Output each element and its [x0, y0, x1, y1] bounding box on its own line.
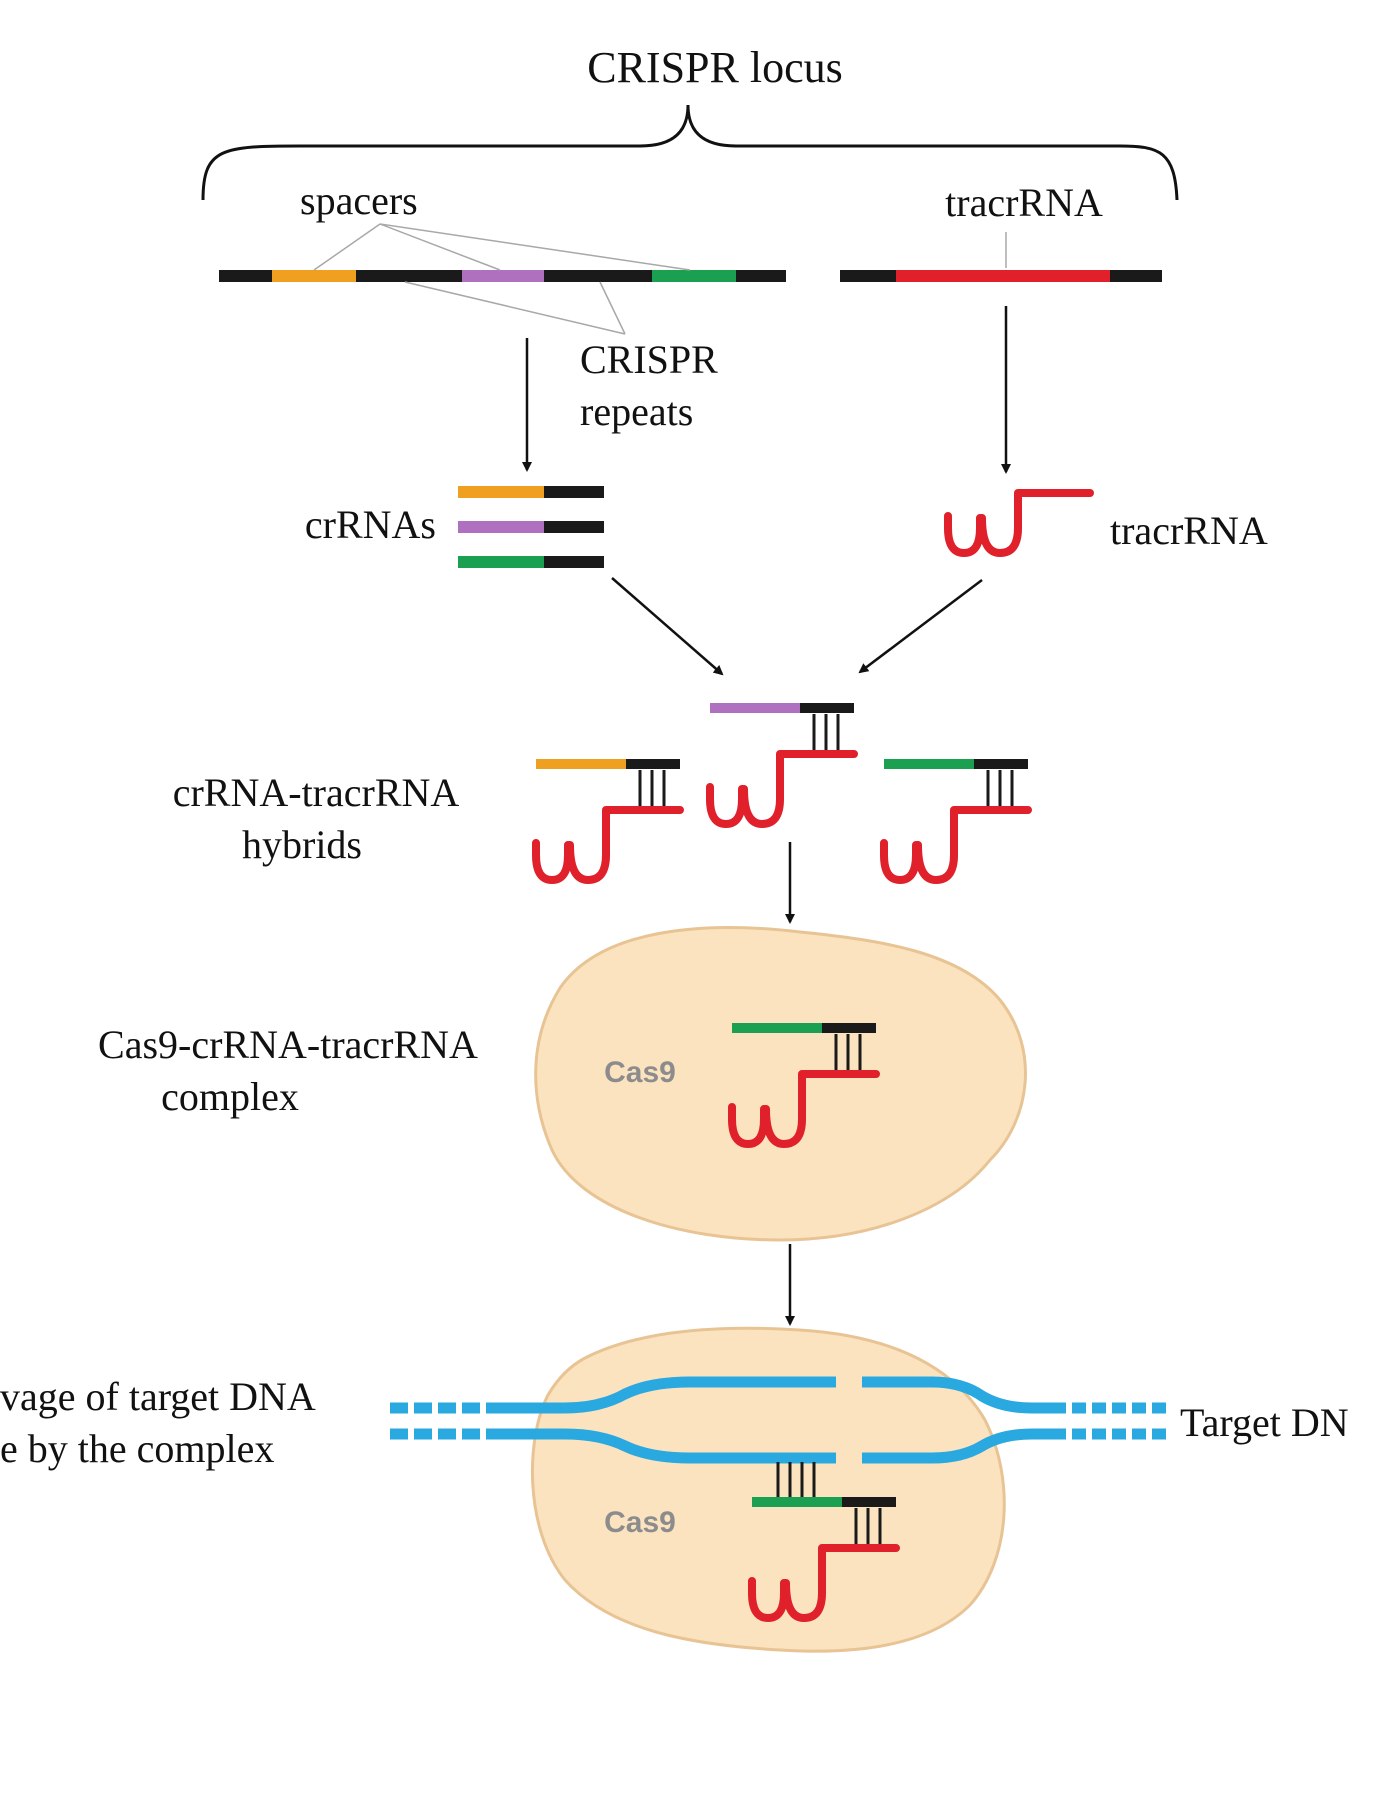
- crispr-repeats-label-line1: CRISPR: [580, 337, 718, 382]
- dna-strand-bottom-right: [862, 1428, 1052, 1464]
- dna-guide-base-pairs: [776, 1462, 816, 1498]
- hybrids-label-line2: hybrids: [242, 822, 362, 867]
- crispr-repeats-label-line2: repeats: [580, 389, 693, 434]
- crispr-locus-label: CRISPR locus: [587, 43, 843, 92]
- target-dna: [390, 1376, 1166, 1464]
- guide-rna-in-complex: [728, 1023, 880, 1148]
- target-dna-right-dashes: [1052, 1402, 1166, 1440]
- cleavage-label-line2: e by the complex: [0, 1426, 274, 1471]
- complex-label-line1: Cas9-crRNA-tracrRNA: [98, 1022, 478, 1067]
- locus-brace: [201, 104, 1179, 201]
- hybrid-orange: [532, 759, 684, 884]
- guide-rna-on-target: [748, 1497, 900, 1622]
- hybrid-purple: [706, 703, 858, 828]
- complex-label-line2: complex: [161, 1074, 299, 1119]
- dna-strand-top-left: [496, 1376, 836, 1414]
- target-dna-label: Target DN: [1180, 1400, 1349, 1445]
- hybrid-green: [880, 759, 1032, 884]
- dna-strand-bottom-left: [496, 1428, 836, 1464]
- cas9-label-1: Cas9: [604, 1056, 676, 1089]
- cas9-protein-1: [534, 926, 1027, 1242]
- tracrrna-gene-label: tracrRNA: [945, 180, 1103, 225]
- cas9-label-2: Cas9: [604, 1506, 676, 1539]
- spacer-leader-lines: [313, 223, 691, 335]
- target-dna-left-dashes: [390, 1402, 496, 1440]
- tracrrna-transcript: [944, 489, 1094, 557]
- hybrids-label-line1: crRNA-tracrRNA: [173, 770, 460, 815]
- crrnas-group: [458, 486, 604, 568]
- crrnas-label: crRNAs: [305, 502, 436, 547]
- spacers-label: spacers: [300, 178, 418, 223]
- arrow-crrnas-to-hybrids: [611, 577, 724, 676]
- tracrrna-gene: [840, 232, 1162, 282]
- dna-strand-top-right: [862, 1376, 1052, 1414]
- cleavage-label-line1: vage of target DNA: [0, 1374, 316, 1419]
- arrow-tracrrna-to-hybrids: [858, 579, 983, 674]
- cas9-protein-2: [531, 1326, 1006, 1653]
- tracrrna-transcript-label: tracrRNA: [1110, 508, 1268, 553]
